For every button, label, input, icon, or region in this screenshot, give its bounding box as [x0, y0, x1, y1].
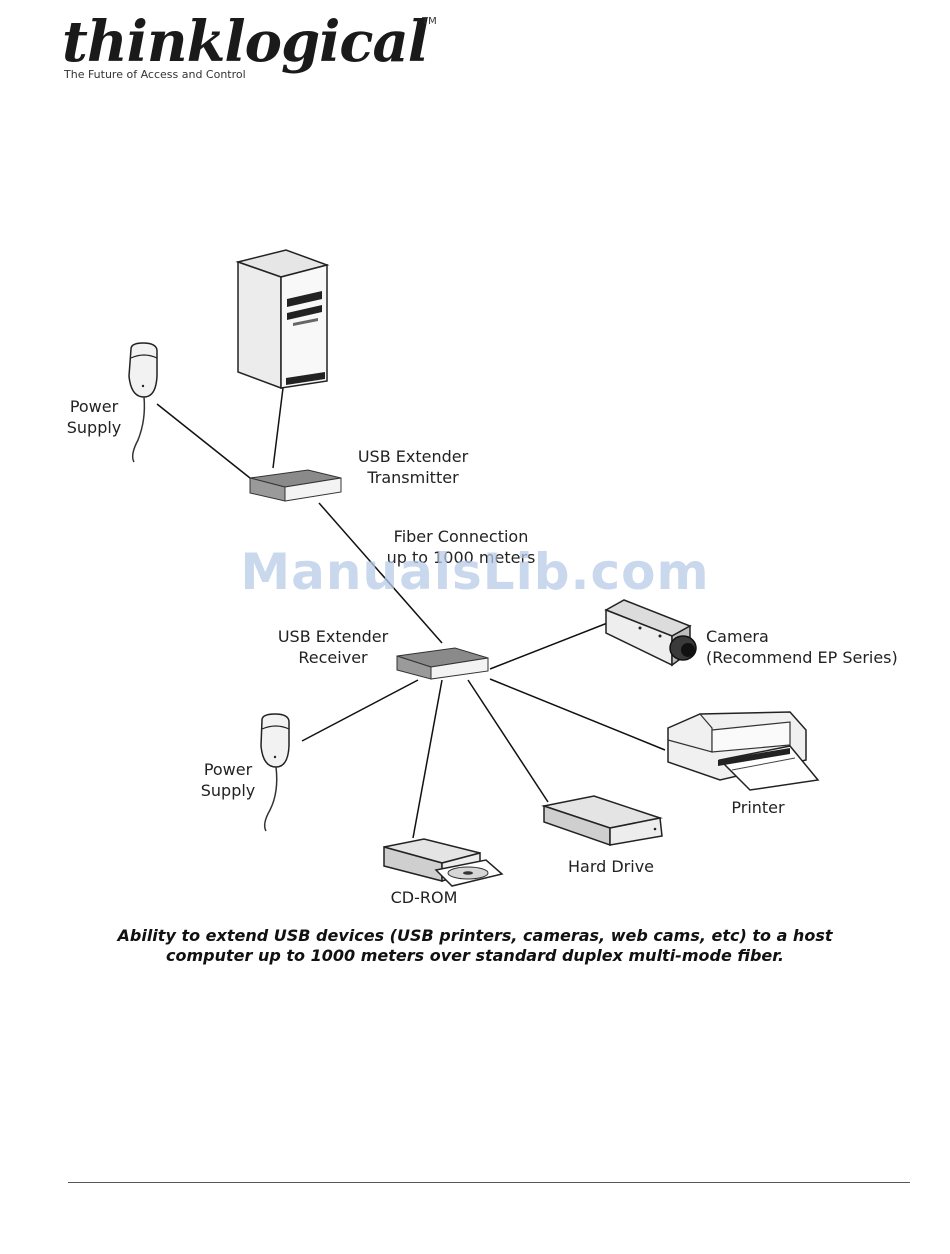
label-power-supply-top-line2: Supply: [66, 418, 122, 437]
label-transmitter-line2: Transmitter: [367, 468, 459, 487]
power-supply-bottom-icon: [260, 713, 290, 832]
caption-line2: computer up to 1000 meters over standard…: [166, 946, 784, 965]
camera-icon: [604, 599, 697, 667]
label-fiber-line2: up to 1000 meters: [386, 548, 536, 567]
cdrom-icon: [383, 838, 504, 887]
label-power-supply-top-line1: Power: [69, 397, 119, 416]
line-receiver-to-printer: [489, 678, 666, 751]
label-camera-line2: (Recommend EP Series): [706, 648, 898, 667]
label-cdrom: CD-ROM: [390, 888, 458, 907]
line-fiber: [318, 502, 443, 644]
power-supply-top-icon: [128, 342, 158, 463]
printer-icon: [667, 711, 820, 791]
thinklogical-logo: thinklogical TM The Future of Access and…: [62, 9, 437, 81]
logo-wordmark: thinklogical: [62, 9, 429, 75]
logo-trademark: TM: [422, 16, 437, 27]
label-power-supply-bottom: Power Supply: [186, 759, 270, 801]
label-fiber-connection: Fiber Connection up to 1000 meters: [378, 526, 544, 568]
label-receiver-line1: USB Extender: [277, 627, 389, 646]
label-camera: Camera (Recommend EP Series): [706, 626, 898, 668]
label-fiber-line1: Fiber Connection: [393, 527, 529, 546]
label-camera-line1: Camera: [706, 627, 769, 646]
label-power-supply-bottom-line2: Supply: [200, 781, 256, 800]
receiver-box-icon: [396, 647, 489, 680]
label-usb-extender-transmitter: USB Extender Transmitter: [343, 446, 483, 488]
line-receiver-to-camera: [489, 621, 611, 670]
line-pc-to-transmitter: [272, 387, 284, 469]
hard-drive-icon: [541, 795, 663, 847]
label-usb-extender-receiver: USB Extender Receiver: [265, 626, 401, 668]
line-receiver-to-harddrive: [467, 679, 549, 803]
label-hard-drive: Hard Drive: [567, 857, 655, 876]
footer-divider: [68, 1182, 910, 1183]
label-power-supply-bottom-line1: Power: [203, 760, 253, 779]
caption-line1: Ability to extend USB devices (USB print…: [117, 926, 833, 945]
transmitter-box-icon: [249, 469, 342, 502]
figure-caption: Ability to extend USB devices (USB print…: [0, 926, 950, 966]
logo-tagline: The Future of Access and Control: [64, 68, 246, 81]
line-power-to-transmitter: [156, 403, 251, 479]
line-receiver-to-cdrom: [412, 679, 443, 839]
line-receiver-to-power: [301, 679, 419, 742]
host-computer-icon: [235, 249, 330, 390]
label-receiver-line2: Receiver: [298, 648, 368, 667]
label-transmitter-line1: USB Extender: [357, 447, 469, 466]
connection-lines: [156, 387, 666, 839]
label-printer: Printer: [731, 798, 785, 817]
label-power-supply-top: Power Supply: [52, 396, 136, 438]
watermark: ManualsLib.com: [240, 543, 710, 601]
